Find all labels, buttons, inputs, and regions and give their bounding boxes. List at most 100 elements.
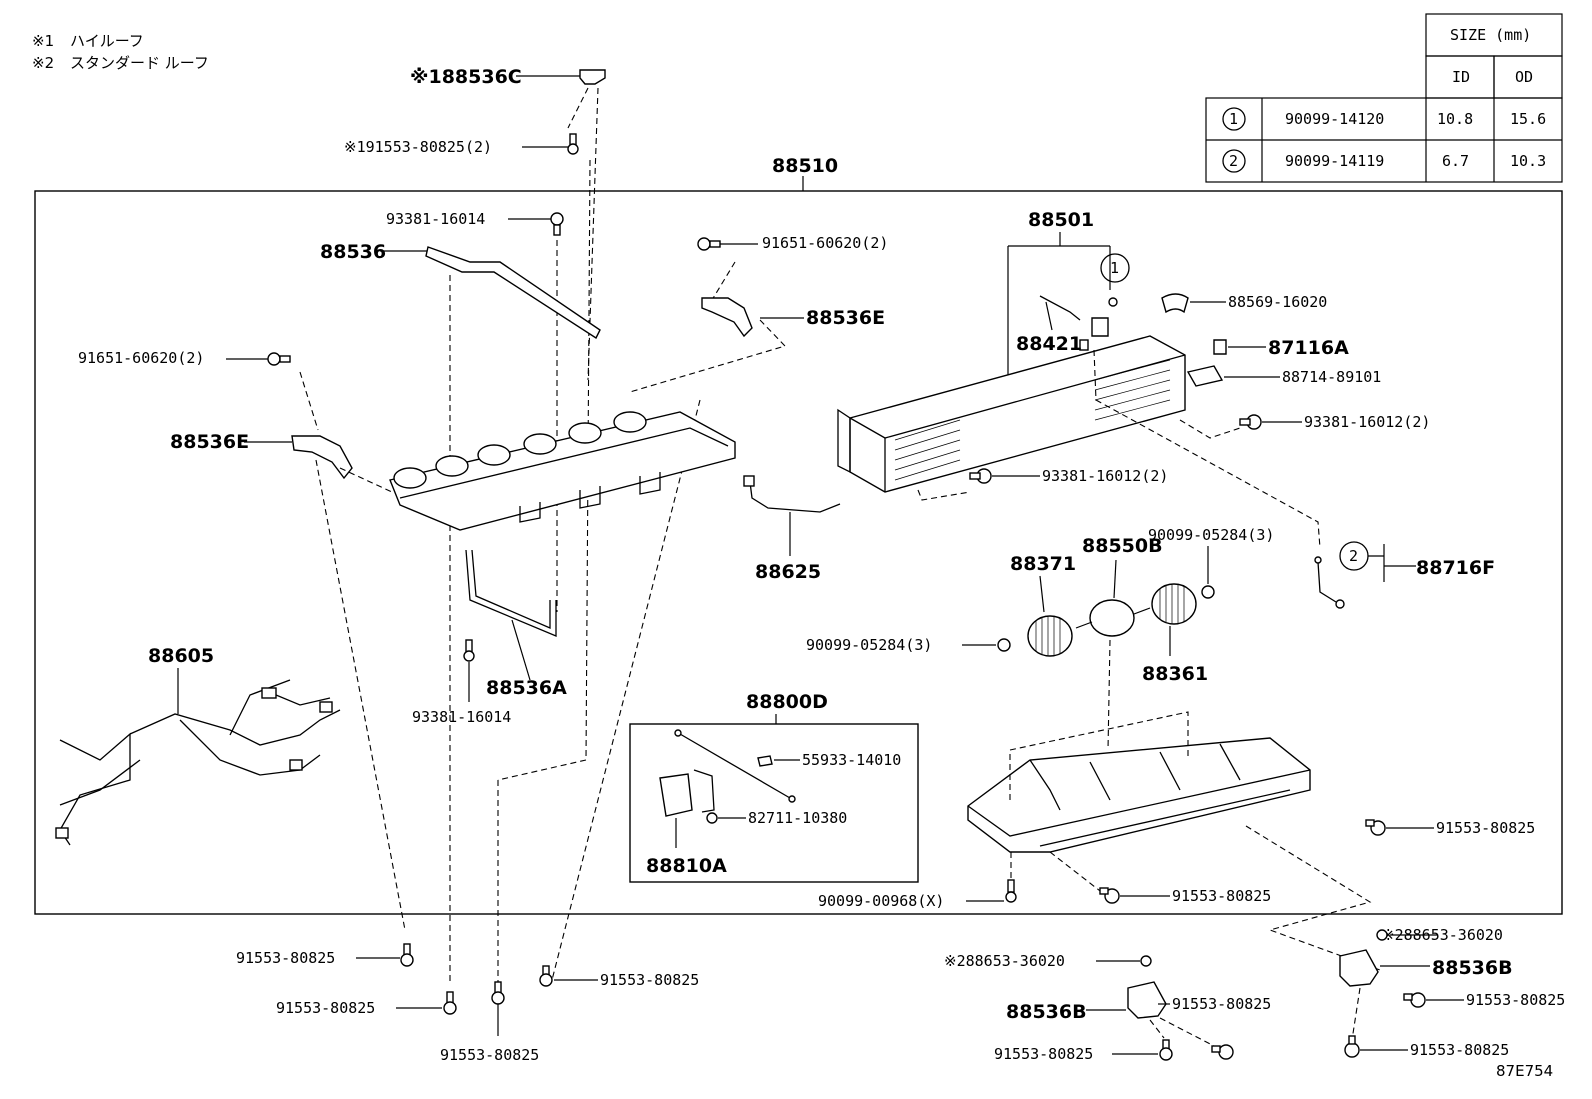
size-table: SIZE (mm) ID OD 1 90099-14120 10.8 15.6 … <box>1205 13 1563 183</box>
label-88536e-a: 88536E <box>806 307 885 329</box>
fan-88361 <box>1151 583 1197 625</box>
bolt-91651-a <box>697 237 721 251</box>
label-91553-b3: 91553-80825 <box>440 1046 539 1064</box>
bolt-93381-16012-b <box>969 468 992 484</box>
note-text-2: スタンダード ルーフ <box>70 54 209 72</box>
clip-55933 <box>757 755 773 767</box>
circle-mark-1-label: 1 <box>1110 259 1119 277</box>
label-91553-r2: 91553-80825 <box>1172 887 1271 905</box>
label-90099-00968: 90099-00968(X) <box>818 892 944 910</box>
label-91651-a: 91651-60620(2) <box>762 234 888 252</box>
label-88361: 88361 <box>1142 663 1208 685</box>
label-88653-a: ※288653-36020 <box>1382 926 1503 944</box>
clip-88536e-left <box>291 435 353 480</box>
size-row-1-part: 90099-14120 <box>1285 110 1384 128</box>
nut-90099-05284-a <box>1201 585 1215 599</box>
bracket-88536a <box>465 549 557 637</box>
bolt-91553-b2 <box>443 991 457 1015</box>
bolt-91553-r2 <box>1099 887 1120 904</box>
clip-88653-b <box>1140 955 1152 967</box>
label-93381-16014-b: 93381-16014 <box>412 708 511 726</box>
sensor-88421 <box>1039 295 1081 321</box>
rod-88800d <box>679 733 791 799</box>
bolt-90099-00968 <box>1005 879 1017 903</box>
lower-housing <box>967 737 1311 853</box>
bar-88536 <box>425 246 601 340</box>
label-88625: 88625 <box>755 561 821 583</box>
bracket-88536b-left <box>1127 981 1167 1019</box>
label-88653-b: ※288653-36020 <box>944 952 1065 970</box>
label-91553-b2: 91553-80825 <box>276 999 375 1017</box>
label-91553-b8: 91553-80825 <box>994 1045 1093 1063</box>
wire-88625 <box>749 481 841 513</box>
label-88536c: ※188536C <box>410 66 522 88</box>
plate-88714 <box>1186 365 1224 387</box>
label-91553-b6: 91553-80825 <box>1410 1041 1509 1059</box>
circle-mark-2-label: 2 <box>1349 547 1358 565</box>
label-93381-16012-b: 93381-16012(2) <box>1042 467 1168 485</box>
size-row-1-od: 15.6 <box>1510 110 1546 128</box>
clip-88653-a <box>1376 929 1388 941</box>
size-row-2-part: 90099-14119 <box>1285 152 1384 170</box>
label-88569: 88569-16020 <box>1228 293 1327 311</box>
bolt-93381-16012-a <box>1239 414 1262 430</box>
evaporator-88501 <box>837 335 1186 493</box>
size-row-2-mark: 2 <box>1229 152 1238 170</box>
label-91553-b7: 91553-80825 <box>1172 995 1271 1013</box>
label-91553-r1: 91553-80825 <box>1436 819 1535 837</box>
label-88536a: 88536A <box>486 677 567 699</box>
label-90099-05284-a: 90099-05284(3) <box>1148 526 1274 544</box>
label-88510: 88510 <box>772 155 838 177</box>
label-88550b: 88550B <box>1082 535 1163 557</box>
label-88536b-a: 88536B <box>1432 957 1513 979</box>
fan-88371 <box>1027 615 1073 657</box>
bolt-91553-b8 <box>1159 1039 1173 1061</box>
bolt-91553-b6 <box>1344 1035 1360 1058</box>
label-55933: 55933-14010 <box>802 751 901 769</box>
bolt-91553-b7 <box>1211 1044 1234 1060</box>
size-col-od: OD <box>1515 68 1533 86</box>
label-88714: 88714-89101 <box>1282 368 1381 386</box>
size-col-id: ID <box>1452 68 1470 86</box>
figure-code: 87E754 <box>1496 1062 1553 1080</box>
roof-notes: ※1 ハイルーフ ※2 スタンダード ルーフ <box>32 32 209 72</box>
bracket-88536b-right <box>1339 949 1379 987</box>
bolt-93381-16014-b <box>463 639 475 662</box>
duct-housing <box>389 411 736 531</box>
size-row-2-od: 10.3 <box>1510 152 1546 170</box>
size-row-1-id: 10.8 <box>1437 110 1473 128</box>
bolt-91553-top <box>567 133 579 155</box>
label-90099-05284-b: 90099-05284(3) <box>806 636 932 654</box>
label-88605: 88605 <box>148 645 214 667</box>
clip-87116a <box>1213 339 1227 355</box>
harness-88605 <box>55 679 341 846</box>
bolt-91553-b5 <box>1403 992 1426 1008</box>
label-91553-top: ※191553-80825(2) <box>344 138 492 156</box>
pipe-88716f <box>1317 561 1337 603</box>
motor-88550b <box>1075 599 1151 637</box>
label-88501: 88501 <box>1028 209 1094 231</box>
label-93381-16014-a: 93381-16014 <box>386 210 485 228</box>
label-88800d: 88800D <box>746 691 828 713</box>
size-table-title: SIZE (mm) <box>1450 26 1531 44</box>
label-88810a: 88810A <box>646 855 727 877</box>
note-mark-1: ※1 <box>32 32 54 50</box>
label-91553-b1: 91553-80825 <box>236 949 335 967</box>
bolt-91553-r1 <box>1365 819 1386 836</box>
bolt-91553-b4 <box>539 965 553 987</box>
clip-82711 <box>706 812 718 824</box>
label-88421: 88421 <box>1016 333 1082 355</box>
actuator-88810a <box>659 773 693 817</box>
nut-90099-05284-b <box>997 638 1011 652</box>
bracket-88536c <box>579 69 606 85</box>
circle-mark-1 <box>1100 253 1130 283</box>
label-87116a: 87116A <box>1268 337 1349 359</box>
bolt-91553-b3 <box>491 981 505 1005</box>
size-row-1-mark: 1 <box>1229 110 1238 128</box>
note-mark-2: ※2 <box>32 54 54 72</box>
label-88536b-b: 88536B <box>1006 1001 1087 1023</box>
label-91553-b5: 91553-80825 <box>1466 991 1565 1009</box>
clip-88536e-center <box>701 297 753 338</box>
label-91651-b: 91651-60620(2) <box>78 349 204 367</box>
